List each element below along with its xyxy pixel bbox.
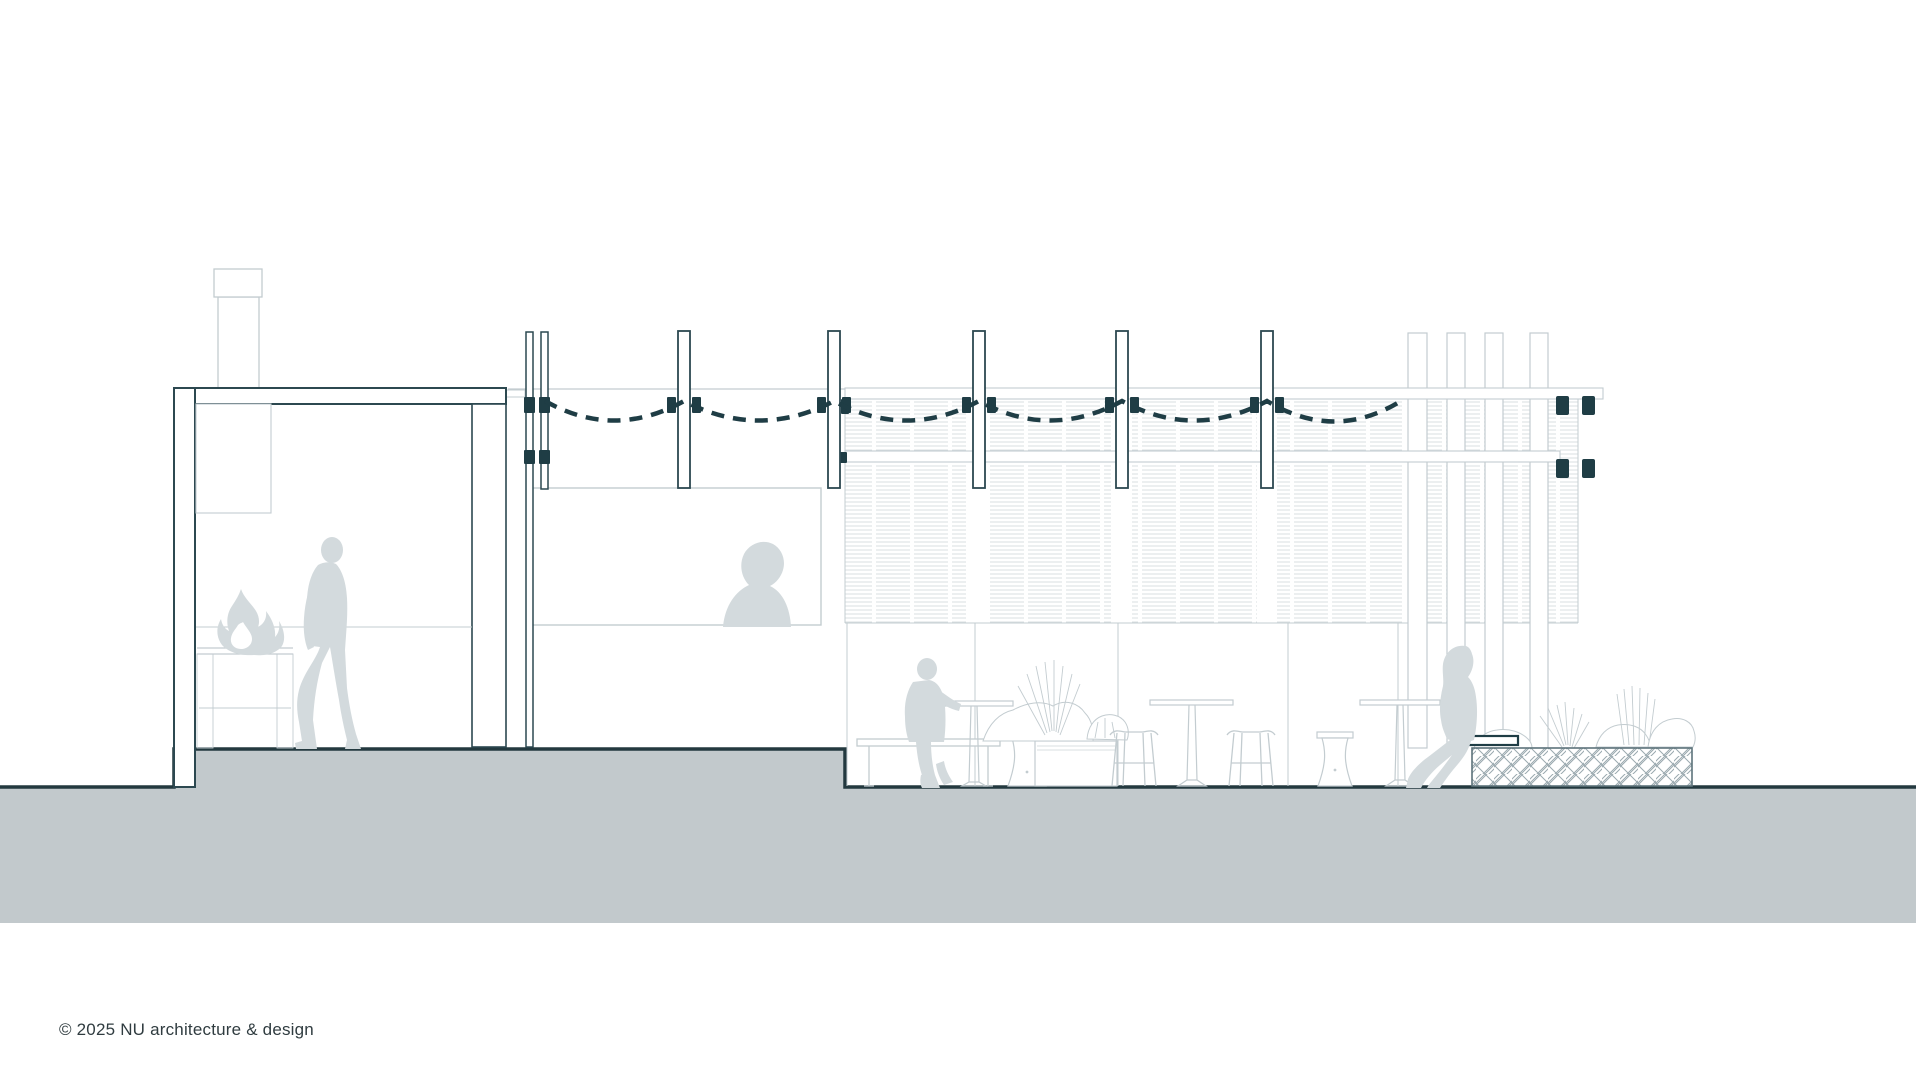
seated-person-arm xyxy=(935,690,961,711)
string-lights xyxy=(543,397,1406,424)
copyright-text: © 2025 NU architecture & design xyxy=(59,1020,314,1039)
bar-table xyxy=(1149,699,1234,787)
bar-table xyxy=(1359,699,1441,787)
rail-clamp-left-lower xyxy=(839,452,847,463)
right-terrace xyxy=(1406,645,1696,788)
pergola-column-1 xyxy=(1407,332,1428,749)
interior-hood xyxy=(195,403,272,514)
chimney-stack xyxy=(217,296,260,390)
walking-person-body xyxy=(295,562,361,749)
rail-clamp-right-lower-b xyxy=(1582,459,1595,478)
fire-icon xyxy=(217,589,285,656)
seated-woman-arm xyxy=(1446,690,1470,724)
ground-fill xyxy=(0,749,1916,923)
light-post xyxy=(817,330,851,489)
dark-bench xyxy=(1465,734,1520,747)
pergola xyxy=(1407,332,1549,749)
stool xyxy=(1226,730,1276,787)
shelf-leg-left xyxy=(196,653,214,749)
stool xyxy=(1109,730,1159,787)
corner-post-clamp xyxy=(524,450,535,464)
ground xyxy=(0,747,1916,923)
corner-post-clamp xyxy=(524,397,535,413)
light-post xyxy=(1105,330,1139,489)
upper-rail xyxy=(844,387,1604,400)
planter-box-center xyxy=(1034,740,1118,787)
walking-person xyxy=(295,537,361,749)
seated-woman xyxy=(1406,645,1478,788)
corner-post-front-bar xyxy=(525,331,534,748)
seated-person xyxy=(904,658,961,788)
kiosk-person xyxy=(723,541,791,627)
rail-clamp-right-upper-a xyxy=(1556,396,1569,415)
building xyxy=(173,268,526,788)
rail-clamp-right-lower-a xyxy=(1556,459,1569,478)
planter-box-large xyxy=(1471,747,1693,787)
planter-outline xyxy=(1471,747,1693,787)
kiosk xyxy=(527,487,822,627)
walking-person-head xyxy=(321,537,343,563)
fire-inner-hole xyxy=(230,622,252,649)
left-wall xyxy=(173,387,196,788)
seated-person-body xyxy=(904,680,946,788)
seated-person-head xyxy=(917,658,937,680)
light-post xyxy=(667,330,701,489)
roof-ledge xyxy=(505,389,526,398)
seated-person-feet xyxy=(920,761,953,788)
walking-person-arm xyxy=(303,572,320,650)
corner-post-pair xyxy=(524,331,550,748)
lower-rail xyxy=(844,450,1561,463)
rail-clamp-right-upper-b xyxy=(1582,396,1595,415)
rails xyxy=(839,387,1604,478)
roof-slab xyxy=(173,387,507,405)
shelf-leg-right xyxy=(276,653,294,749)
louver-panels xyxy=(845,397,1578,623)
ground-profile-line xyxy=(0,747,1916,789)
corner-post-clamp xyxy=(539,450,550,464)
plants-center xyxy=(982,660,1129,742)
chimney-cap xyxy=(213,268,263,298)
right-wall xyxy=(471,403,507,748)
side-pedestal-table xyxy=(1316,731,1354,787)
fireplace xyxy=(196,589,294,749)
